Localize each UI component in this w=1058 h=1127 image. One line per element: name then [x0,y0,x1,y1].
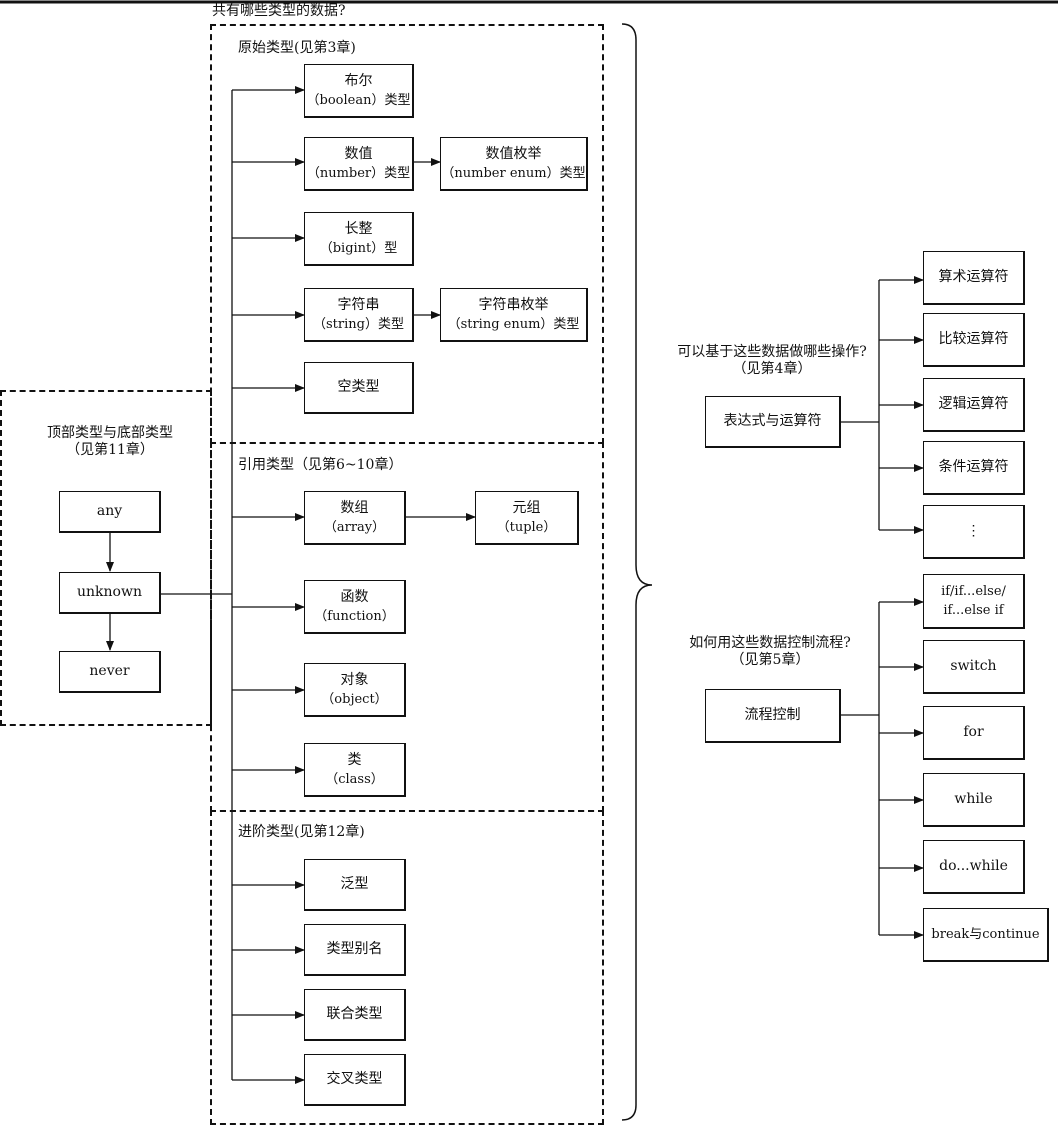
class-label: 类 [347,751,362,768]
control-item-label: do...while [939,858,1008,874]
never-label: never [89,663,130,679]
operator-item-box: 逻辑运算符 [923,378,1025,432]
control-question-line2: （见第5章） [730,652,810,668]
tuple-sublabel: （tuple） [496,519,557,535]
control-item-box: if/if...else/ if...else if [923,574,1025,629]
operators-question: 可以基于这些数据做哪些操作? （见第4章） [652,344,892,378]
number-sublabel: （number）类型 [306,165,411,181]
operators-root-label: 表达式与运算符 [723,413,822,429]
diagram-title: 共有哪些类型的数据? [212,3,346,19]
never-box: never [59,651,161,693]
top-bottom-title: 顶部类型与底部类型 （见第11章） [22,425,198,459]
unknown-label: unknown [77,584,142,600]
operator-item-box: 条件运算符 [923,441,1025,495]
any-label: any [96,503,123,519]
control-item-label: if...else if [943,603,1004,618]
function-label: 函数 [340,588,369,605]
control-root-label: 流程控制 [744,707,801,723]
tuple-box: 元组 （tuple） [475,491,579,545]
operators-root-box: 表达式与运算符 [705,396,841,448]
union-box: 联合类型 [304,989,406,1041]
alias-box: 类型别名 [304,924,406,976]
boolean-label: 布尔 [344,72,373,89]
boolean-sublabel: （boolean）类型 [306,92,411,108]
operator-item-box: 比较运算符 [923,313,1025,367]
number-enum-sublabel: （number enum）类型 [441,165,586,181]
void-label: 空类型 [337,379,380,395]
control-item-label: if/if...else/ [941,584,1006,599]
alias-label: 类型别名 [326,941,383,957]
class-box: 类 （class） [304,743,406,797]
any-box: any [59,491,161,533]
control-root-box: 流程控制 [705,689,841,743]
object-box: 对象 （object） [304,663,406,717]
control-item-box: for [923,706,1025,760]
bigint-box: 长整 （bigint）型 [304,212,414,266]
array-label: 数组 [340,499,369,516]
class-sublabel: （class） [325,771,384,787]
function-sublabel: （function） [314,608,395,624]
top-bottom-title-line1: 顶部类型与底部类型 [47,425,173,441]
operator-item-label: 条件运算符 [938,459,1009,475]
string-enum-label: 字符串枚举 [478,296,549,313]
number-label: 数值 [344,145,373,162]
array-sublabel: （array） [323,519,386,535]
generic-label: 泛型 [340,876,369,892]
control-item-box: break与continue [923,908,1049,962]
reference-title: 引用类型（见第6~10章） [238,457,403,473]
number-enum-label: 数值枚举 [485,145,542,162]
string-enum-sublabel: （string enum）类型 [447,316,580,332]
primitive-title: 原始类型(见第3章) [238,40,356,56]
control-item-label: break与continue [931,927,1040,942]
intersection-box: 交叉类型 [304,1054,406,1106]
advanced-types-group [210,810,604,1125]
object-sublabel: （object） [321,691,388,707]
string-enum-box: 字符串枚举 （string enum）类型 [440,288,588,342]
function-box: 函数 （function） [304,580,406,634]
number-enum-box: 数值枚举 （number enum）类型 [440,137,588,191]
control-item-label: for [963,724,984,740]
number-box: 数值 （number）类型 [304,137,414,191]
bigint-label: 长整 [344,220,373,237]
string-box: 字符串 （string）类型 [304,288,414,342]
control-item-label: while [954,791,993,807]
operator-item-label: 算术运算符 [938,269,1009,285]
control-question-line1: 如何用这些数据控制流程? [689,635,851,651]
unknown-box: unknown [59,572,161,614]
operators-question-line1: 可以基于这些数据做哪些操作? [677,344,867,360]
operator-item-box: 算术运算符 [923,251,1025,305]
bigint-sublabel: （bigint）型 [319,240,398,256]
string-label: 字符串 [337,296,380,313]
boolean-box: 布尔 （boolean）类型 [304,64,414,118]
control-item-label: switch [950,658,997,674]
operator-item-label: 比较运算符 [938,331,1009,347]
operator-item-label: 逻辑运算符 [938,396,1009,412]
tuple-label: 元组 [512,499,541,516]
operator-item-label: ⋮ [966,523,981,539]
string-sublabel: （string）类型 [313,316,404,332]
operators-question-line2: （见第4章） [732,361,812,377]
intersection-label: 交叉类型 [326,1071,383,1087]
control-item-box: while [923,773,1025,827]
generic-box: 泛型 [304,859,406,911]
array-box: 数组 （array） [304,491,406,545]
top-bottom-title-line2: （见第11章） [66,442,154,458]
control-item-box: do...while [923,840,1025,894]
operator-item-box: ⋮ [923,505,1025,559]
void-box: 空类型 [304,362,414,414]
control-question: 如何用这些数据控制流程? （见第5章） [660,635,880,669]
advanced-title: 进阶类型(见第12章) [238,824,365,840]
object-label: 对象 [340,671,369,688]
union-label: 联合类型 [326,1006,383,1022]
control-item-box: switch [923,640,1025,694]
